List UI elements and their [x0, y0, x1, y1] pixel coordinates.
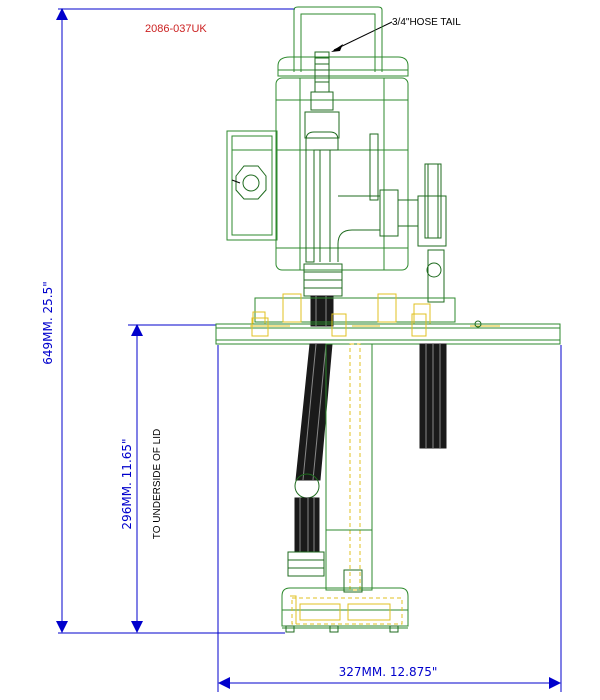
hose-tail-label: 3/4"HOSE TAIL [392, 17, 461, 28]
arrow-up-icon [56, 8, 68, 20]
dimension-lid-height: 296MM. 11.65" TO UNDERSIDE OF LID [120, 324, 216, 633]
width-label: 327MM. 12.875" [339, 665, 438, 679]
motor-assembly [226, 6, 456, 327]
hose-tail-callout: 3/4"HOSE TAIL [331, 17, 461, 52]
arrow-down-icon [56, 621, 68, 633]
lid-height-note: TO UNDERSIDE OF LID [152, 429, 163, 539]
dimension-width: 327MM. 12.875" [217, 345, 562, 692]
overall-height-label: 649MM. 25.5" [41, 281, 55, 364]
reference-code: 2086-037UK [145, 23, 207, 35]
arrow-up-icon [131, 324, 143, 336]
arrow-down-icon [131, 621, 143, 633]
arrow-leader-icon [331, 44, 343, 52]
arrow-right-icon [549, 677, 561, 689]
pump-assembly [281, 343, 447, 633]
dimension-overall-height: 649MM. 25.5" [41, 8, 295, 634]
lid-height-label: 296MM. 11.65" [120, 438, 134, 529]
arrow-left-icon [218, 677, 230, 689]
lid [215, 313, 561, 345]
